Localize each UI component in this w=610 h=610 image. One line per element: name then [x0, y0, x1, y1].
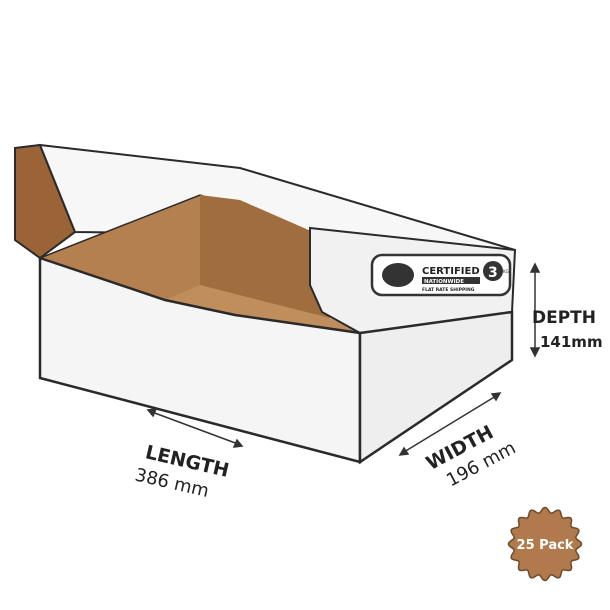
depth-label: DEPTH — [532, 308, 596, 328]
svg-text:KG: KG — [503, 269, 509, 274]
length-arrow — [146, 408, 244, 448]
width-arrow — [398, 392, 502, 456]
back-flap — [14, 143, 77, 260]
interior-floor — [165, 285, 360, 333]
svg-text:FLAT RATE SHIPPING: FLAT RATE SHIPPING — [422, 287, 475, 293]
interior-right-wall — [200, 195, 330, 320]
depth-arrow — [529, 262, 541, 358]
australia-icon — [382, 263, 414, 287]
pack-badge: 25 Pack — [507, 506, 583, 582]
box-side — [358, 310, 514, 465]
svg-text:NATIONWIDE: NATIONWIDE — [424, 279, 464, 285]
svg-text:3: 3 — [488, 265, 498, 281]
svg-text:25 Pack: 25 Pack — [517, 538, 574, 553]
certified-logo: CERTIFIED NATIONWIDE FLAT RATE SHIPPING … — [370, 253, 512, 297]
svg-text:CERTIFIED: CERTIFIED — [422, 266, 480, 277]
depth-value: 141mm — [540, 333, 603, 351]
